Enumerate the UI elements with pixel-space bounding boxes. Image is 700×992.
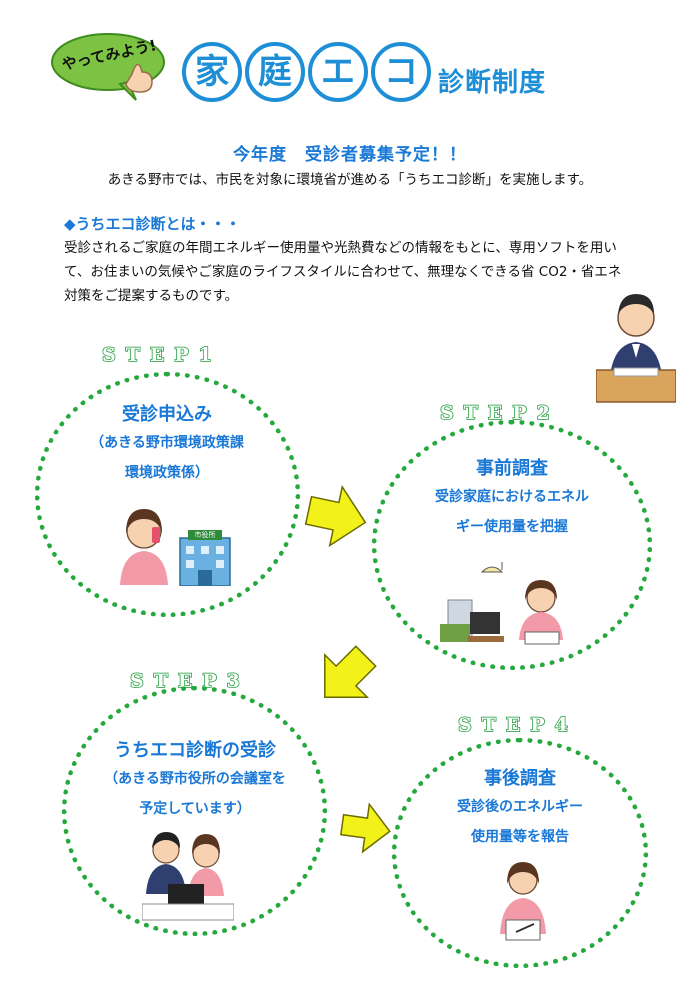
step4-line1: 受診後のエネルギー xyxy=(457,799,583,815)
step3-circle xyxy=(62,686,327,936)
living-room-illustration xyxy=(440,562,510,644)
title-char-1: 家 xyxy=(182,42,242,102)
step1-circle xyxy=(35,372,300,617)
step4-title: 事後調査 xyxy=(484,768,556,789)
step2-line2: ギー使用量を把握 xyxy=(456,519,568,535)
title-char-2: 庭 xyxy=(245,42,305,102)
step1-title: 受診申込み xyxy=(122,404,212,425)
arrow-step2-to-3 xyxy=(310,640,382,712)
step1-label: STEP1 xyxy=(101,343,222,367)
headline: 今年度 受診者募集予定！！ xyxy=(233,145,467,165)
badge-bubble: やってみよう! xyxy=(50,28,170,102)
section-body: 受診されるご家庭の年間エネルギー使用量や光熱費などの情報をもとに、専用ソフトを用… xyxy=(64,240,622,304)
writing-woman-illustration xyxy=(515,580,567,646)
step2-circle xyxy=(372,420,652,670)
step3-title: うちエコ診断の受診 xyxy=(114,740,276,761)
step4-label: STEP4 xyxy=(457,713,578,737)
city-hall-illustration: 市役所 xyxy=(178,530,232,586)
step2-line1: 受診家庭におけるエネル xyxy=(435,489,589,505)
step4-line2: 使用量等を報告 xyxy=(471,829,569,845)
arrow-step3-to-4 xyxy=(338,800,394,856)
title-char-3: エ xyxy=(308,42,368,102)
step1-line2: 環境政策係） xyxy=(125,465,209,481)
consultation-illustration xyxy=(142,832,234,922)
city-hall-sign: 市役所 xyxy=(194,531,216,539)
title-char-4: コ xyxy=(371,42,431,102)
step4-circle xyxy=(392,738,648,968)
section-heading: ◆うちエコ診断とは・・・ xyxy=(64,215,241,233)
step2-label: STEP2 xyxy=(439,401,560,425)
presenter-illustration xyxy=(596,288,676,406)
reporting-woman-illustration xyxy=(494,862,552,942)
arrow-step1-to-2 xyxy=(300,480,370,550)
step3-line1: （あきる野市役所の会議室を xyxy=(104,771,286,787)
phone-woman-illustration xyxy=(114,505,174,585)
lead-text: あきる野市では、市民を対象に環境省が進める「うちエコ診断」を実施します。 xyxy=(107,172,593,188)
title-suffix: 診断制度 xyxy=(438,68,547,98)
step1-line1: （あきる野市環境政策課 xyxy=(90,435,244,451)
step3-line2: 予定しています） xyxy=(139,801,251,817)
step2-title: 事前調査 xyxy=(476,458,548,479)
